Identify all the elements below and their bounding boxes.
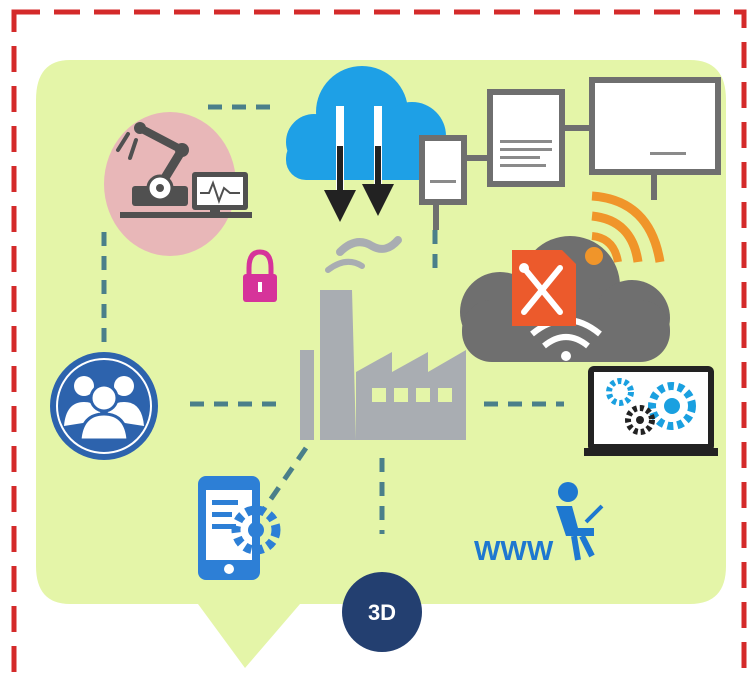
- gears-laptop-icon: [584, 366, 718, 456]
- lock-icon: [243, 249, 277, 302]
- web-label: WWW: [474, 535, 554, 566]
- robot-arm-icon: [104, 112, 252, 256]
- tools-icon: [512, 250, 576, 326]
- 3d-badge-label: 3D: [368, 600, 396, 625]
- terminal-screen-text: [430, 140, 686, 183]
- 3d-badge: 3D: [342, 572, 422, 652]
- wifi-icon: [530, 191, 665, 361]
- mobile-settings-icon: [198, 476, 281, 580]
- computer-terminals-icon: [419, 77, 721, 230]
- factory-icon: [300, 236, 466, 440]
- users-icon: [50, 352, 158, 460]
- web-user-icon: WWW: [474, 482, 604, 566]
- dashed-frame: [11, 9, 747, 674]
- connector-lines: [101, 104, 564, 534]
- download-arrows-icon: [324, 146, 394, 222]
